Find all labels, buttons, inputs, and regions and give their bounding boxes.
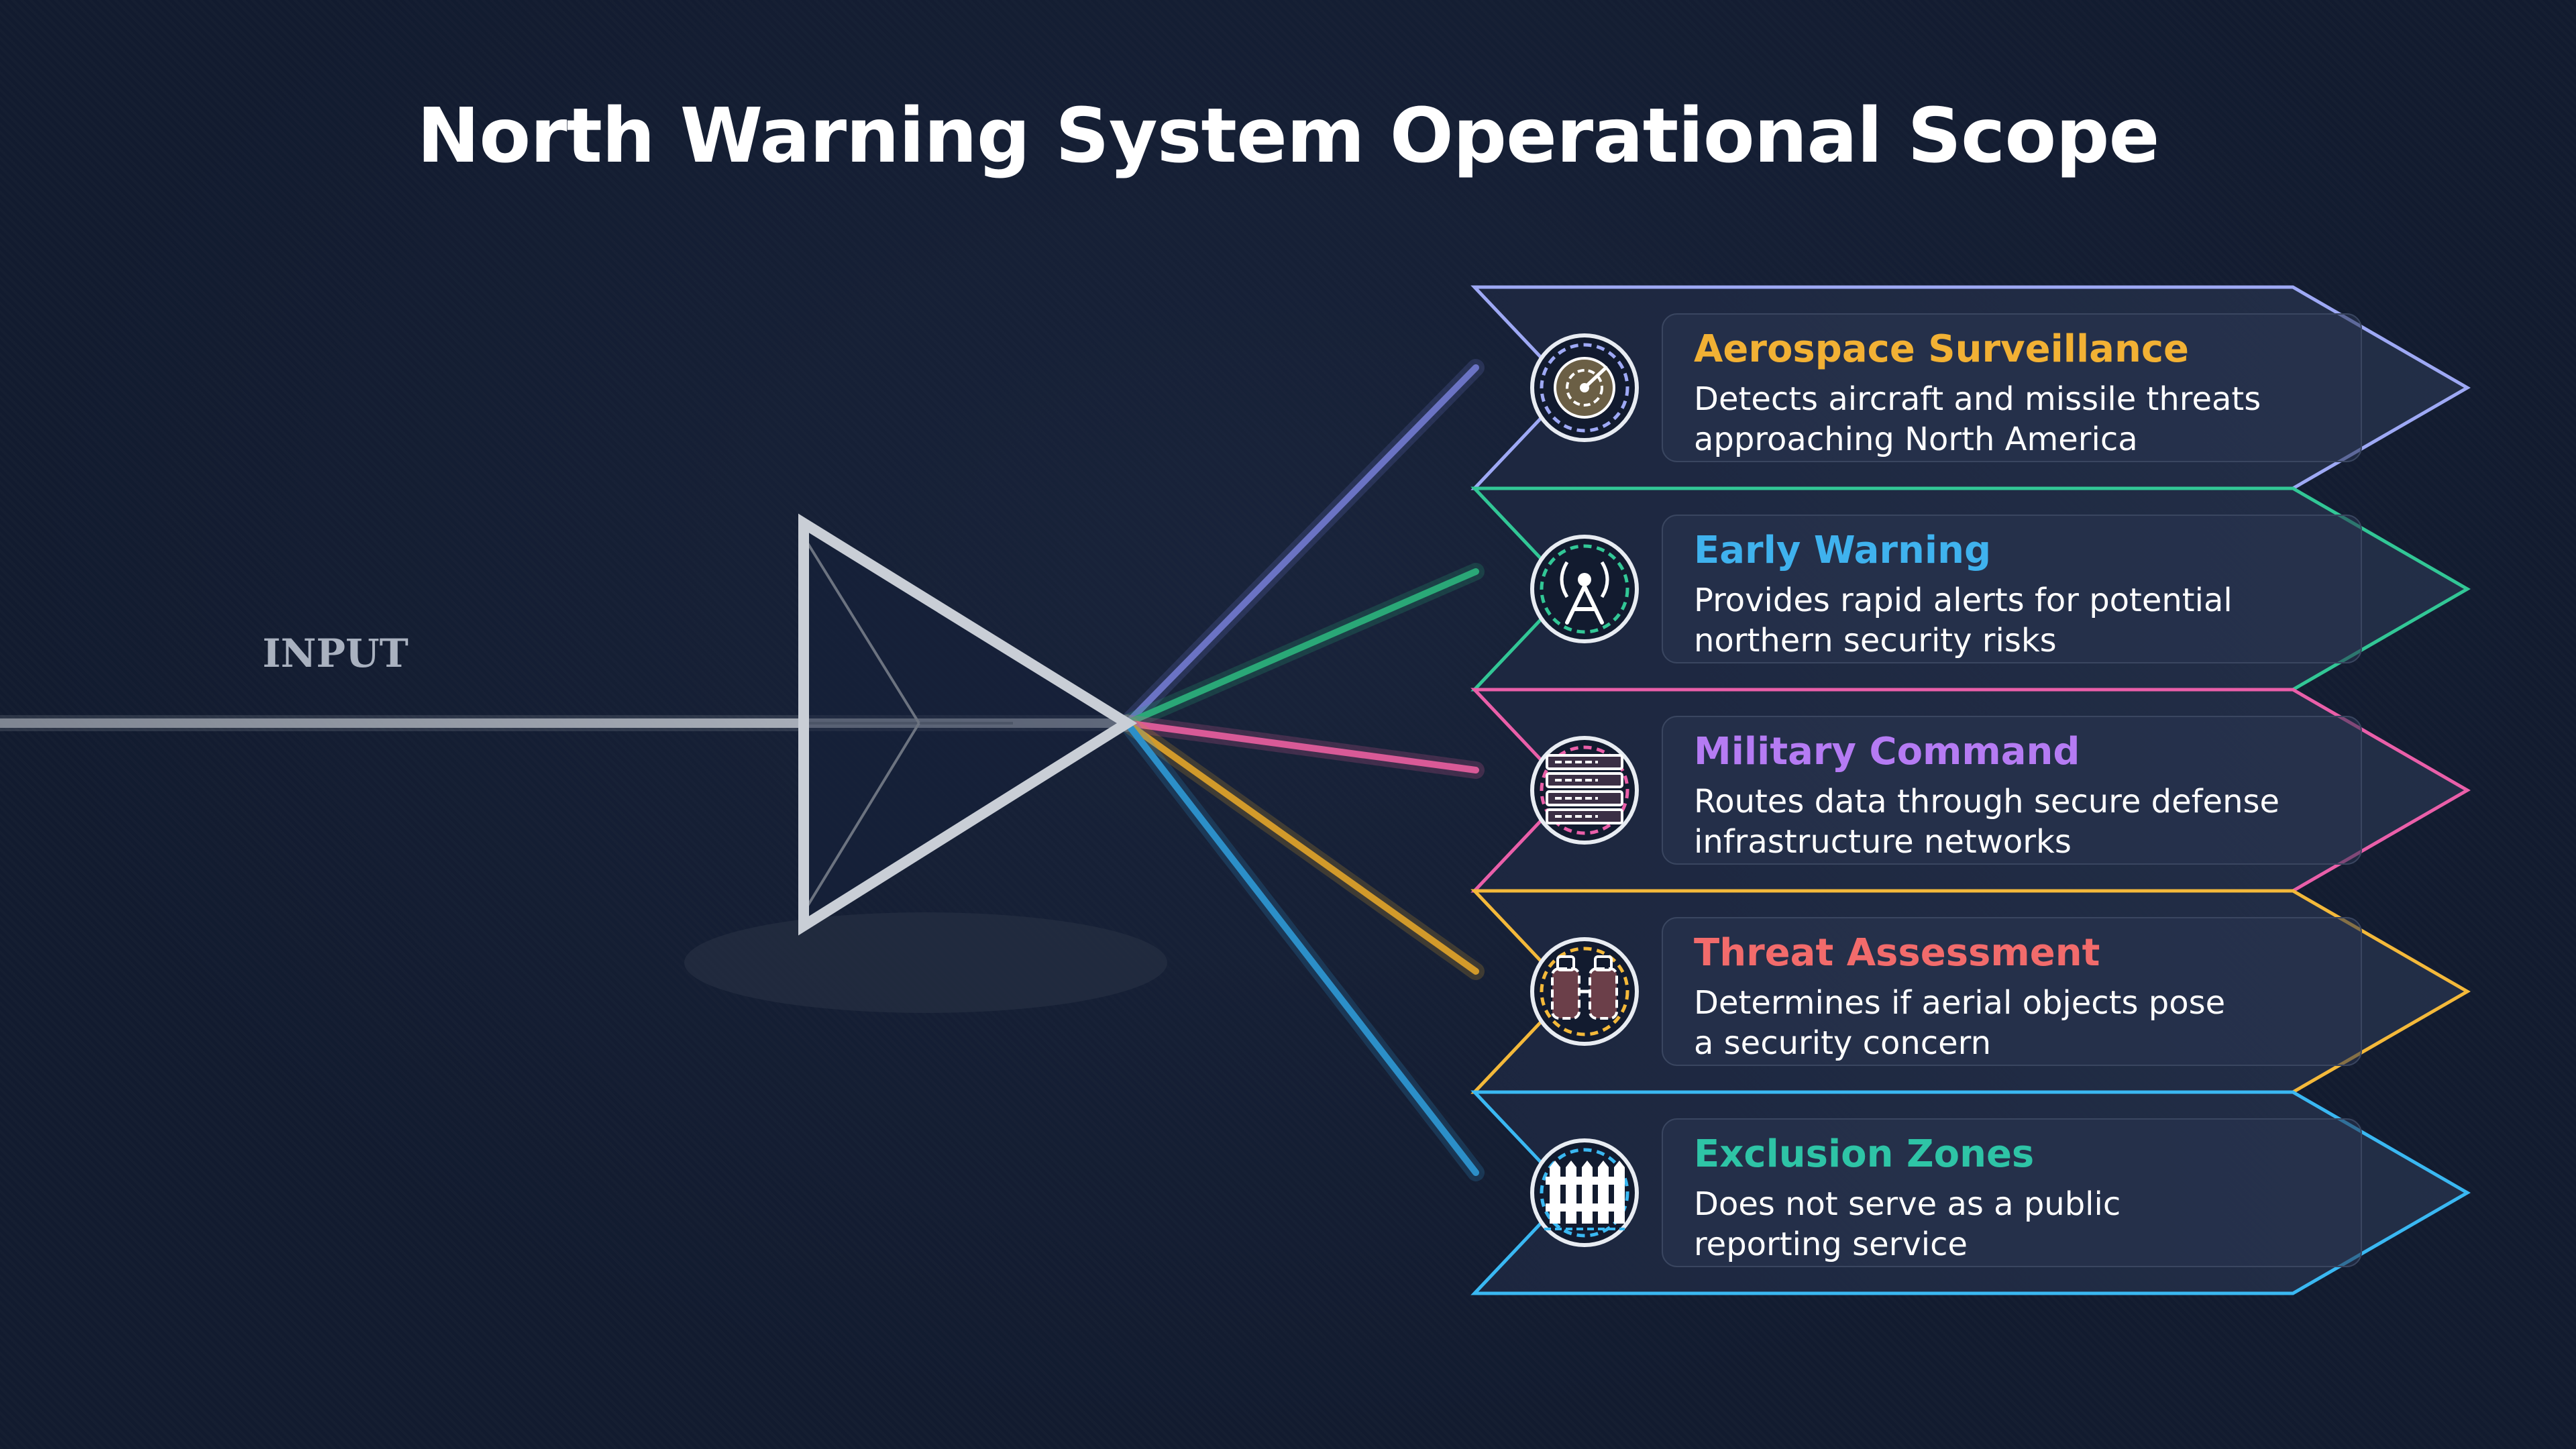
card-description-exclusion-zones: Does not serve as a public reporting ser… bbox=[1694, 1184, 2298, 1265]
beam-radar bbox=[1118, 359, 1485, 732]
output-card bbox=[1470, 1090, 2471, 1295]
description-line: Does not serve as a public bbox=[1694, 1185, 2121, 1223]
card-title-exclusion-zones: Exclusion Zones bbox=[1694, 1132, 2035, 1176]
fence-icon bbox=[1530, 1138, 1639, 1247]
card-title-early-warning: Early Warning bbox=[1694, 529, 1992, 572]
beam-antenna-tower bbox=[1118, 563, 1485, 732]
output-beams bbox=[1118, 359, 1485, 1181]
card-title-aerospace-surveillance: Aerospace Surveillance bbox=[1694, 327, 2190, 371]
page-title: North Warning System Operational Scope bbox=[417, 93, 2160, 180]
radar-icon bbox=[1530, 333, 1639, 442]
description-line: Routes data through secure defense bbox=[1694, 783, 2280, 820]
description-line: infrastructure networks bbox=[1694, 823, 2072, 861]
beam-binoculars bbox=[1118, 714, 1485, 980]
output-card bbox=[1470, 285, 2471, 490]
description-line: Determines if aerial objects pose bbox=[1694, 984, 2226, 1022]
card-description-threat-assessment: Determines if aerial objects pose a secu… bbox=[1694, 983, 2298, 1063]
prism bbox=[798, 513, 1138, 936]
description-line: a security concern bbox=[1694, 1024, 1991, 1062]
card-description-early-warning: Provides rapid alerts for potential nort… bbox=[1694, 580, 2298, 661]
output-cards bbox=[1470, 285, 2471, 1295]
binoculars-icon bbox=[1530, 937, 1639, 1046]
antenna-tower-icon bbox=[1530, 535, 1639, 643]
description-line: reporting service bbox=[1694, 1226, 1968, 1263]
description-line: Provides rapid alerts for potential bbox=[1694, 582, 2233, 619]
beam-fence bbox=[1118, 714, 1485, 1181]
card-title-threat-assessment: Threat Assessment bbox=[1694, 931, 2100, 975]
beam-server-rack bbox=[1118, 714, 1485, 779]
output-card bbox=[1470, 889, 2471, 1094]
card-description-military-command: Routes data through secure defense infra… bbox=[1694, 782, 2298, 862]
card-title-military-command: Military Command bbox=[1694, 730, 2080, 773]
description-line: Detects aircraft and missile threats bbox=[1694, 380, 2261, 418]
server-rack-icon bbox=[1530, 736, 1639, 845]
output-card bbox=[1470, 688, 2471, 893]
input-label: INPUT bbox=[262, 631, 409, 676]
prism-shadow bbox=[684, 912, 1167, 1013]
output-card bbox=[1470, 486, 2471, 692]
card-description-aerospace-surveillance: Detects aircraft and missile threats app… bbox=[1694, 379, 2298, 460]
description-line: northern security risks bbox=[1694, 622, 2057, 659]
description-line: approaching North America bbox=[1694, 421, 2138, 458]
